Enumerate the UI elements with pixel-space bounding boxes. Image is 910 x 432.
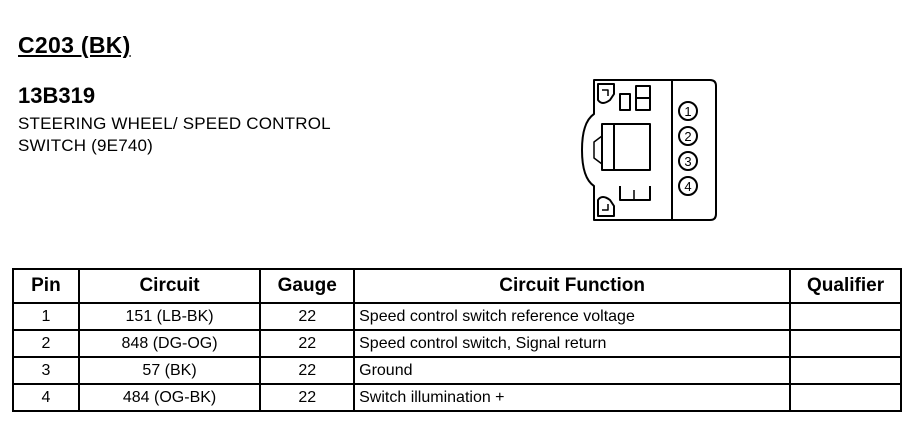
pin-cell: 4: [12, 383, 80, 412]
function-cell: Switch illumination +: [353, 383, 792, 412]
gauge-cell: 22: [259, 383, 356, 412]
key-slot-upper-left: [619, 93, 631, 111]
circuit-cell: 151 (LB-BK): [77, 302, 262, 331]
circuit-cell: 57 (BK): [77, 356, 262, 385]
connector-housing: [581, 79, 717, 221]
gauge-cell: 22: [259, 329, 356, 358]
qualifier-cell: [789, 302, 902, 331]
description-line-1: STEERING WHEEL/ SPEED CONTROL: [18, 114, 331, 133]
gauge-cell: 22: [259, 302, 356, 331]
qualifier-cell: [789, 329, 902, 358]
circuit-cell: 484 (OG-BK): [77, 383, 262, 412]
key-slot-lower: [619, 186, 651, 201]
table-row: 4 484 (OG-BK) 22 Switch illumination +: [12, 383, 902, 412]
pin-table: Pin Circuit Gauge Circuit Function Quali…: [12, 268, 902, 412]
function-cell: Ground: [353, 356, 792, 385]
header-circuit-function: Circuit Function: [353, 268, 792, 304]
qualifier-cell: [789, 383, 902, 412]
table-header-row: Pin Circuit Gauge Circuit Function Quali…: [12, 268, 902, 304]
function-cell: Speed control switch, Signal return: [353, 329, 792, 358]
pin-4: 4: [678, 176, 698, 196]
circuit-cell: 848 (DG-OG): [77, 329, 262, 358]
table-row: 2 848 (DG-OG) 22 Speed control switch, S…: [12, 329, 902, 358]
connector-title: C203 (BK): [18, 32, 131, 58]
gauge-cell: 22: [259, 356, 356, 385]
pin-2: 2: [678, 126, 698, 146]
pin-1: 1: [678, 101, 698, 121]
qualifier-cell: [789, 356, 902, 385]
header-circuit: Circuit: [77, 268, 262, 304]
bottom-latch: [597, 196, 615, 217]
header-gauge: Gauge: [259, 268, 356, 304]
pin-cell: 3: [12, 356, 80, 385]
description-line-2: SWITCH (9E740): [18, 136, 154, 155]
function-cell: Speed control switch reference voltage: [353, 302, 792, 331]
pin-2-label: 2: [684, 129, 691, 144]
table-row: 3 57 (BK) 22 Ground: [12, 356, 902, 385]
pin-1-label: 1: [684, 104, 691, 119]
part-number: 13B319: [18, 83, 96, 108]
connector-face-diagram: 1 2 3 4: [581, 79, 717, 221]
pin-cell: 2: [12, 329, 80, 358]
pin-3: 3: [678, 151, 698, 171]
header-pin: Pin: [12, 268, 80, 304]
top-latch: [597, 83, 615, 104]
header-qualifier: Qualifier: [789, 268, 902, 304]
pin-3-label: 3: [684, 154, 691, 169]
table-row: 1 151 (LB-BK) 22 Speed control switch re…: [12, 302, 902, 331]
pin-4-label: 4: [684, 179, 691, 194]
locking-tab: [601, 123, 651, 171]
pin-cell: 1: [12, 302, 80, 331]
